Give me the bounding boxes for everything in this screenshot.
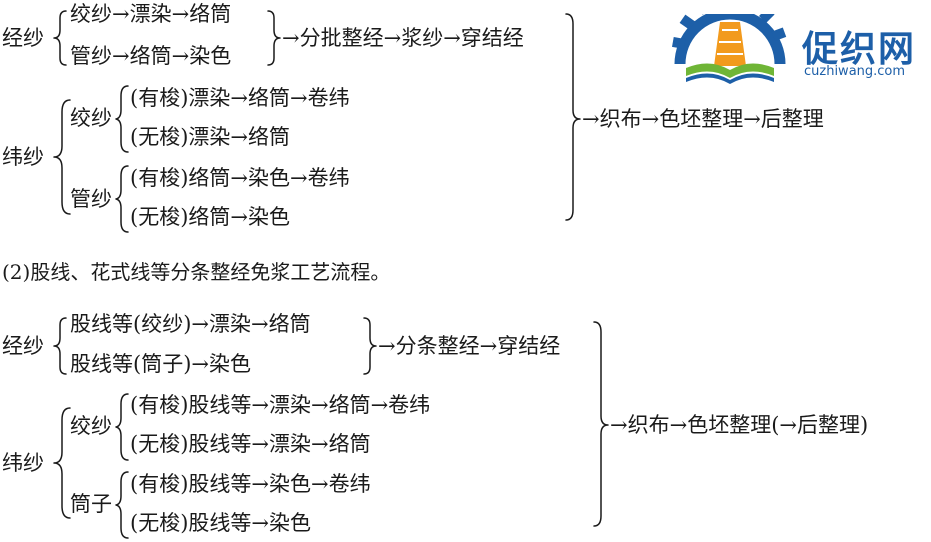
flow2-warp-close [363, 317, 377, 375]
flow2-weft-sub2 [115, 471, 129, 539]
flow1-big-close [565, 13, 581, 221]
flow1-warp-close [267, 10, 281, 66]
flow1-weft-sub2 [115, 165, 129, 233]
flow2-weft-group-2-row-1: (有梭)股线等→染色→卷纬 [130, 472, 371, 496]
flow1-weft-group-2-label: 管纱 [70, 187, 112, 211]
flow2-weft-brace [53, 407, 71, 519]
flow2-warp-brace [53, 317, 67, 375]
flow2-weft-group-1-label: 绞纱 [70, 414, 112, 438]
flow2-big-close [593, 321, 609, 527]
flow1-warp-merge: →分批整经→浆纱→穿结经 [282, 26, 524, 50]
flow1-warp-row-2: 管纱→络筒→染色 [70, 44, 232, 68]
section-caption: (2)股线、花式线等分条整经免浆工艺流程。 [2, 260, 391, 284]
flow2-weft-group-1-row-1: (有梭)股线等→漂染→络筒→卷纬 [130, 393, 431, 417]
flow1-warp-row-1: 绞纱→漂染→络筒 [70, 2, 232, 26]
flow2-weft-group-2-label: 筒子 [70, 492, 112, 516]
flow2-warp-row-1: 股线等(绞纱)→漂染→络筒 [70, 312, 311, 336]
flow1-weft-brace [53, 99, 71, 215]
flow2-weft-group-2-row-2: (无梭)股线等→染色 [130, 511, 311, 535]
flow1-weft-group-2-row-2: (无梭)络筒→染色 [130, 205, 290, 229]
flow2-warp-label: 经纱 [2, 334, 44, 358]
flow1-warp-label: 经纱 [2, 26, 44, 50]
flow1-weft-group-1-label: 绞纱 [70, 106, 112, 130]
flow2-weft-label: 纬纱 [2, 451, 44, 475]
flow1-weft-label: 纬纱 [2, 145, 44, 169]
flow1-weft-group-1-row-2: (无梭)漂染→络筒 [130, 125, 290, 149]
flow1-weft-group-2-row-1: (有梭)络筒→染色→卷纬 [130, 166, 350, 190]
flow2-warp-row-2: 股线等(筒子)→染色 [70, 352, 251, 376]
flow1-warp-brace [53, 10, 67, 66]
flow2-final: →织布→色坯整理(→后整理) [610, 413, 869, 437]
logo-url: cuzhiwang.com [804, 64, 906, 79]
logo-text: 促织网 [802, 29, 917, 70]
flow2-weft-sub1 [115, 393, 129, 461]
flow1-weft-group-1-row-1: (有梭)漂染→络筒→卷纬 [130, 86, 350, 110]
flow1-weft-sub1 [115, 85, 129, 153]
flow1-final: →织布→色坯整理→后整理 [582, 107, 824, 131]
flow2-weft-group-1-row-2: (无梭)股线等→漂染→络筒 [130, 432, 371, 456]
flow2-warp-merge: →分条整经→穿结经 [378, 334, 561, 358]
